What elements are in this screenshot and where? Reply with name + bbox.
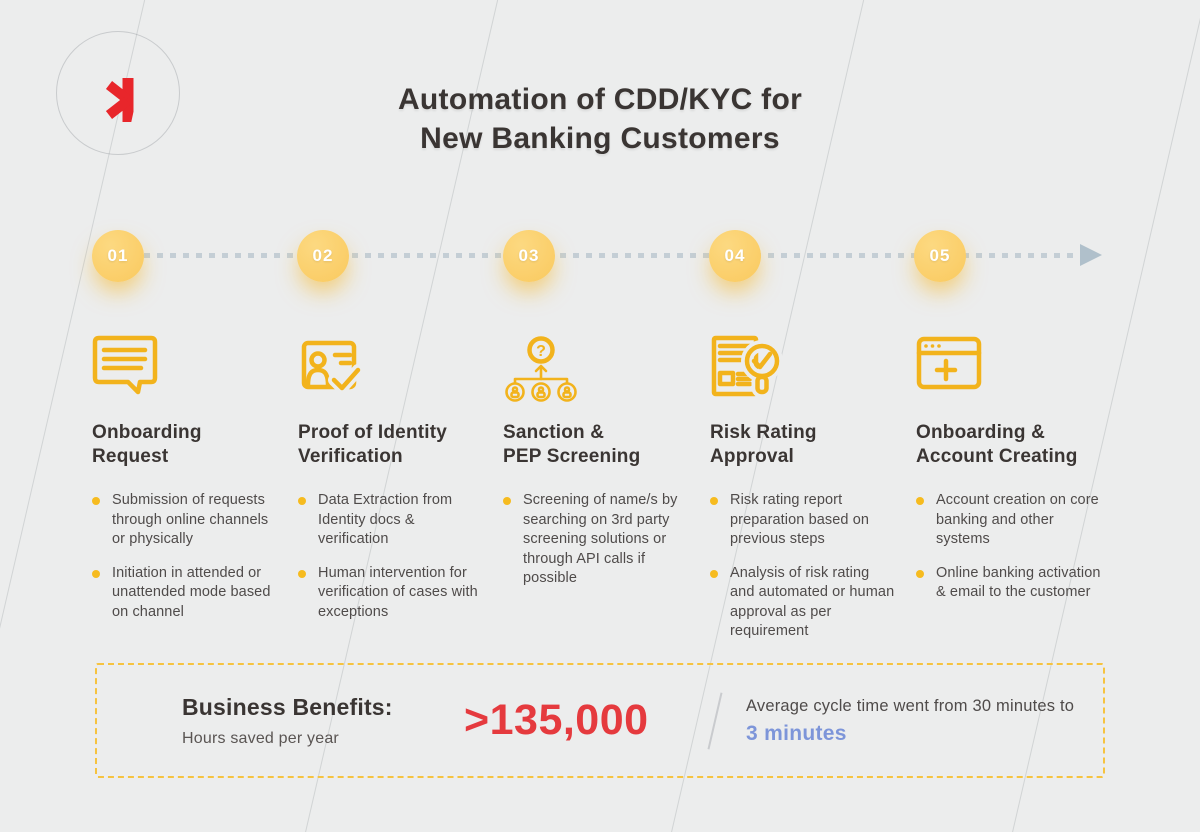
step-bullet-list: Account creation on core banking and oth… (916, 491, 1102, 603)
list-item: Online banking activation & email to the… (916, 564, 1102, 603)
bullet-dot-icon (298, 497, 306, 505)
chat-message-icon (92, 335, 278, 405)
step-column-identity-verification: Proof of Identity Verification Data Extr… (298, 335, 484, 636)
list-item: Human intervention for verification of c… (298, 564, 484, 623)
step-column-sanction-pep-screening: ? Sanction & PEP Screening Screening of … (503, 335, 689, 603)
red-asterisk-logo-icon (106, 72, 150, 128)
benefits-label-block: Business Benefits: Hours saved per year (182, 694, 450, 748)
id-card-check-icon (298, 335, 484, 405)
benefits-label: Business Benefits: (182, 693, 393, 720)
list-item: Risk rating report preparation based on … (710, 491, 896, 550)
step-column-onboarding-account-creating: Onboarding & Account Creating Account cr… (916, 335, 1102, 617)
bullet-dot-icon (916, 569, 924, 578)
browser-plus-icon (916, 335, 1102, 405)
page-title: Automation of CDD/KYC for New Banking Cu… (397, 83, 803, 155)
step-bullet-list: Risk rating report preparation based on … (710, 491, 896, 642)
list-item: Analysis of risk rating and automated or… (710, 564, 896, 642)
logo-circle-outline (56, 31, 180, 155)
step-bullet-list: Data Extraction from Identity docs & ver… (298, 491, 484, 622)
list-item: Screening of name/s by searching on 3rd … (503, 491, 689, 589)
bullet-dot-icon (298, 569, 306, 578)
step-column-onboarding-request: Onboarding Request Submission of request… (92, 335, 278, 636)
list-item: Initiation in attended or unattended mod… (92, 564, 278, 623)
step-number-badge: 02 (297, 230, 349, 282)
step-title: Risk Rating Approval (710, 422, 817, 467)
bullet-dot-icon (92, 569, 100, 578)
report-magnifier-check-icon (710, 335, 896, 405)
step-title: Onboarding Request (92, 422, 202, 467)
bullet-dot-icon (503, 497, 511, 505)
list-item: Data Extraction from Identity docs & ver… (298, 491, 484, 550)
step-title: Sanction & PEP Screening (503, 422, 641, 467)
screening-hierarchy-icon: ? (503, 335, 689, 405)
bullet-dot-icon (916, 497, 924, 505)
list-item: Submission of requests through online ch… (92, 491, 278, 550)
cycle-time-highlight: 3 minutes (746, 722, 847, 745)
divider (707, 692, 723, 749)
step-number-badge: 04 (709, 230, 761, 282)
timeline-arrow-icon (1080, 244, 1102, 266)
timeline-dashed-line (118, 253, 1080, 258)
cycle-time-description: Average cycle time went from 30 minutes … (746, 692, 1076, 749)
business-benefits-box: Business Benefits: Hours saved per year … (95, 663, 1105, 778)
bullet-dot-icon (92, 497, 100, 505)
list-item: Account creation on core banking and oth… (916, 491, 1102, 550)
step-title: Onboarding & Account Creating (916, 422, 1078, 467)
svg-text:?: ? (536, 343, 546, 360)
bullet-dot-icon (710, 497, 718, 505)
step-number-badge: 05 (914, 230, 966, 282)
step-bullet-list: Screening of name/s by searching on 3rd … (503, 491, 689, 589)
step-column-risk-rating-approval: Risk Rating Approval Risk rating report … (710, 335, 896, 656)
step-bullet-list: Submission of requests through online ch… (92, 491, 278, 622)
step-number-badge: 03 (503, 230, 555, 282)
hours-saved-metric: >135,000 (464, 696, 649, 744)
step-number-badge: 01 (92, 230, 144, 282)
step-title: Proof of Identity Verification (298, 422, 448, 467)
bullet-dot-icon (710, 569, 718, 578)
benefits-sublabel: Hours saved per year (182, 729, 339, 747)
cycle-time-text: Average cycle time went from 30 minutes … (746, 697, 1075, 715)
